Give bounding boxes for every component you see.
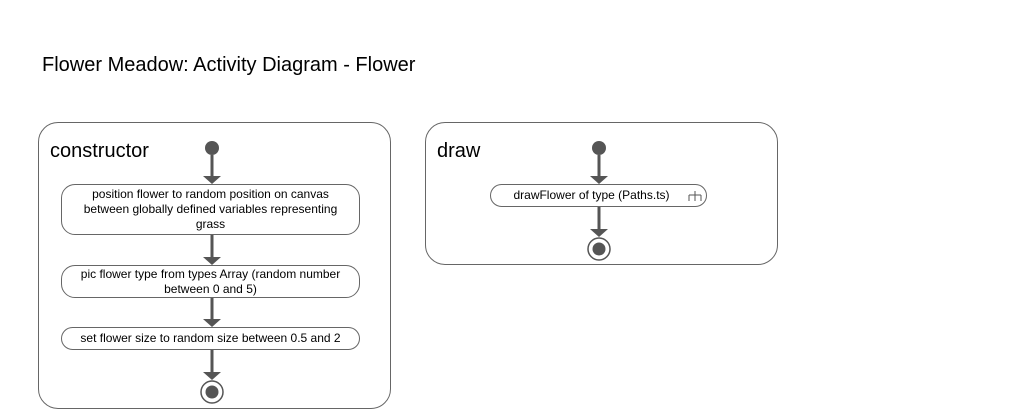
action-pick-flower-type: pic flower type from types Array (random… (61, 265, 360, 298)
flow-arrowhead (203, 176, 221, 184)
activity-constructor: constructor position flower to random po… (38, 122, 391, 409)
activity-draw: draw drawFlower of type (Paths.ts) (425, 122, 778, 265)
constructor-flow (200, 141, 224, 404)
flow-arrowhead (590, 229, 608, 237)
initial-node (205, 141, 219, 155)
flow-arrowhead (203, 257, 221, 265)
action-position-flower: position flower to random position on ca… (61, 184, 360, 235)
final-node-core (205, 385, 219, 399)
action-set-flower-size: set flower size to random size between 0… (61, 327, 360, 350)
activity-name-draw: draw (437, 140, 481, 162)
initial-node (592, 141, 606, 155)
flow-arrowhead (203, 319, 221, 327)
action-draw-flower: drawFlower of type (Paths.ts) (490, 184, 707, 207)
draw-flow (587, 141, 611, 261)
final-node-core (592, 242, 606, 256)
flow-arrowhead (590, 176, 608, 184)
activity-name-constructor: constructor (50, 140, 149, 162)
diagram-title: Flower Meadow: Activity Diagram - Flower (42, 54, 416, 76)
rake-icon (688, 190, 702, 201)
flow-arrowhead (203, 372, 221, 380)
